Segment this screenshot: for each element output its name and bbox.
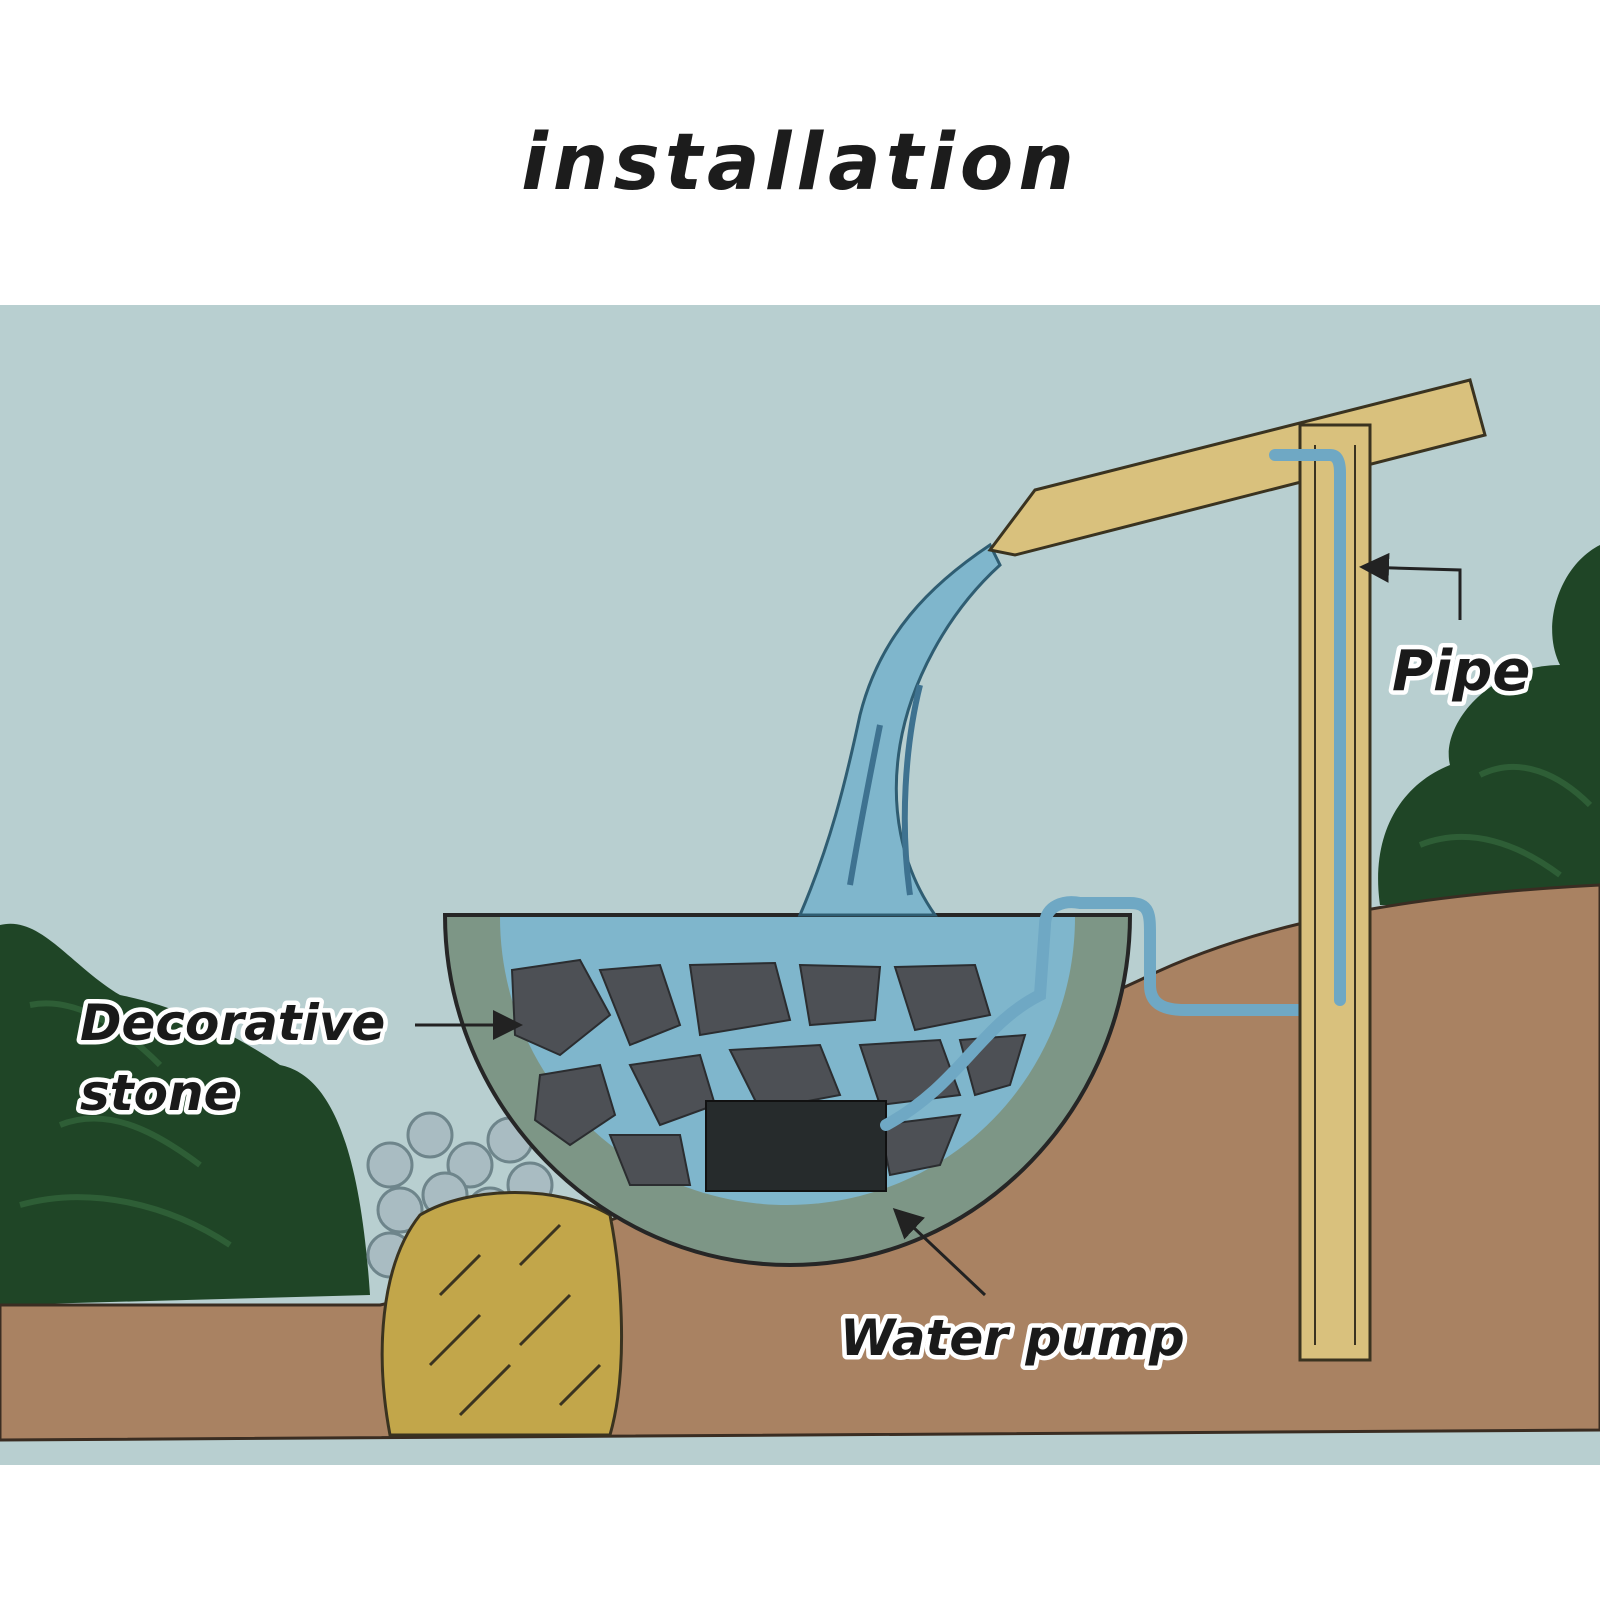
water-pump-pointer	[892, 1207, 987, 1297]
label-water-pump: Water pump	[840, 1309, 1185, 1367]
bush-left	[0, 923, 370, 1305]
label-pipe: Pipe	[1392, 639, 1530, 704]
installation-scene: Pipe Decorative stone Water pump	[0, 305, 1600, 1465]
decorative-stones	[510, 958, 1027, 1186]
label-decorative-line2: stone	[80, 1064, 238, 1122]
bush-right	[1378, 545, 1600, 905]
water-pump	[705, 1100, 887, 1192]
diagram-title: installation	[521, 118, 1079, 208]
waterfall-stream	[797, 542, 1002, 917]
vertical-pipe	[1269, 449, 1346, 1006]
support-rock	[380, 1191, 624, 1437]
bowl	[442, 896, 1346, 1268]
pipe-pointer	[1359, 552, 1462, 620]
label-decorative-line1: Decorative	[80, 994, 385, 1052]
pump-hose	[880, 896, 1346, 1131]
